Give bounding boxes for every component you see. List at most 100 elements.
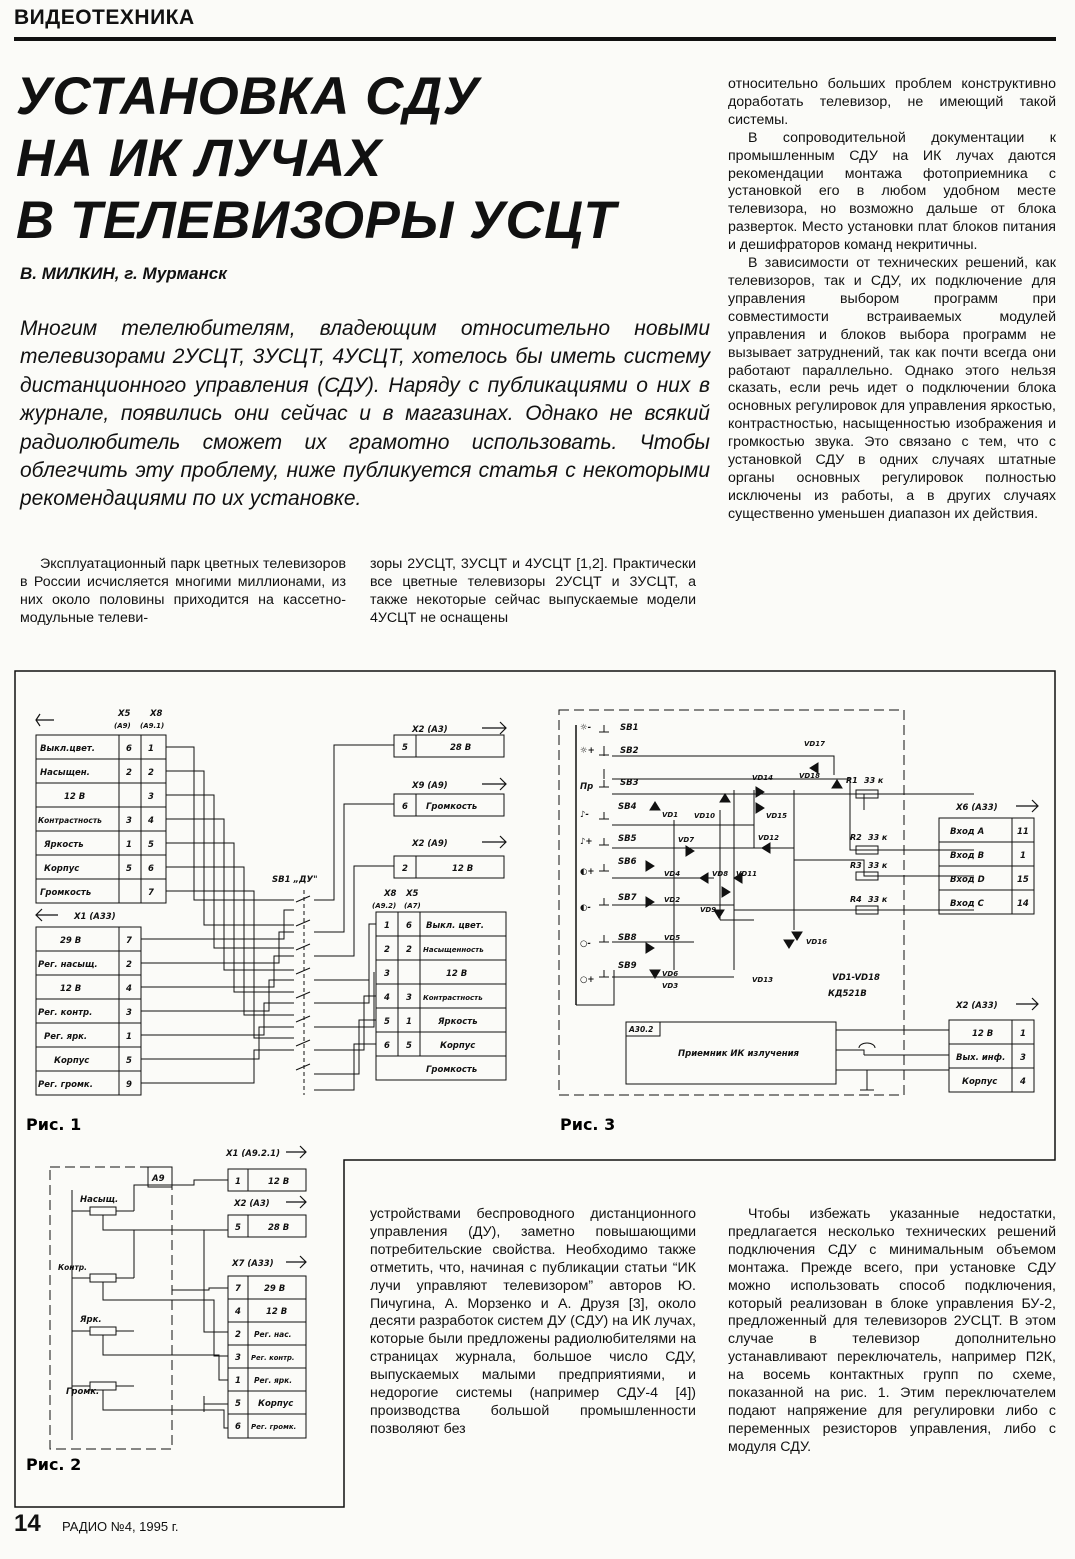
fig1-row-label: 12 В (64, 792, 85, 802)
fig3-diode: VD10 (694, 812, 715, 820)
fig3-x6-row: Вход С (950, 899, 985, 909)
fig1-row-label: Рег. контр. (38, 1008, 92, 1018)
fig3-diode: VD14 (752, 774, 773, 782)
fig3-diode: VD11 (736, 870, 757, 878)
fig2-pin: 4 (234, 1307, 241, 1317)
fig3-button-id: SB4 (618, 802, 637, 812)
fig3-diode: VD15 (766, 812, 787, 820)
figure-3: ☼- SB1 ☼+ SB2 Пр SB3 ♪- SB4 ♪+ SB5 ◐+ SB… (558, 709, 1039, 1096)
arrow-icon (286, 1195, 307, 1209)
fig1-row-label: 12 В (446, 969, 467, 979)
fig3-resistor-value: 33 к (868, 861, 888, 870)
fig3-button-id: SB2 (620, 746, 639, 756)
fig1-pin: 3 (126, 816, 132, 826)
fig1-row-label: Громкость (40, 888, 91, 898)
fig2-row-label: 29 В (264, 1284, 285, 1294)
fig1-pin: 6 (148, 864, 154, 874)
fig3-button-sym: ◐- (580, 903, 591, 913)
fig1-row-label: Контрастность (423, 994, 483, 1002)
fig2-pin: 2 (235, 1330, 241, 1340)
fig3-pin: 11 (1017, 827, 1029, 837)
body-column-5: Чтобы избежать указанные недостатки, пре… (728, 1206, 1056, 1457)
fig3-diode: VD7 (678, 836, 694, 844)
fig1-pin: 4 (125, 984, 132, 994)
fig1-row-label: 12 В (60, 984, 81, 994)
x2a3-label: X2 (A3) (411, 725, 448, 735)
fig1-row-label: 28 В (450, 743, 471, 753)
fig3-caption: Рис. 3 (560, 1115, 615, 1134)
fig1-row-label: Корпус (44, 864, 79, 874)
fig2-pin: 3 (235, 1353, 241, 1363)
fig1-pin: 3 (126, 1008, 132, 1018)
fig3-button-id: SB7 (618, 893, 637, 903)
right-bottom-table: 1 6 Выкл. цвет. 2 2 Насыщенность 3 12 В … (375, 911, 507, 1081)
page-number: 14 (14, 1510, 41, 1537)
switch-label: SB1 „ДУ" (272, 875, 318, 885)
fig2-row-label: Корпус (258, 1399, 293, 1409)
fig1-pin: 2 (406, 945, 412, 955)
x6-label: X6 (A33) (955, 803, 998, 813)
fig1-row-label: Контрастность (38, 816, 102, 825)
fig2-pin: 1 (235, 1376, 241, 1386)
fig3-x6-row: Вход D (950, 875, 985, 885)
author-byline: В. МИЛКИН, г. Мурманск (20, 264, 227, 283)
magazine-issue: РАДИО №4, 1995 г. (62, 1519, 179, 1534)
figure-2: A9 Насыщ. Контр. Ярк. Громк. X1 (49, 1145, 307, 1450)
body-column-3: относительно больших проблем конструктив… (728, 76, 1056, 524)
fig1-pin: 2 (148, 768, 154, 778)
body-paragraph: зоры 2УСЦТ, 3УСЦТ и 4УСЦТ [1,2]. Практич… (370, 556, 696, 626)
fig1-pin: 4 (147, 816, 154, 826)
fig3-button-id: SB5 (618, 834, 637, 844)
arrow-icon (482, 777, 507, 791)
fig1-row-label: 12 В (452, 864, 473, 874)
fig1-row-label: Выкл. цвет. (426, 921, 484, 931)
fig1-pin: 5 (148, 840, 154, 850)
fig3-resistor: R3 (850, 861, 862, 870)
fig3-diode-note: VD1-VD18 (832, 973, 880, 983)
fig1-row-label: Рег. громк. (38, 1080, 93, 1090)
fig1-pin: 1 (148, 744, 154, 754)
fig1-pin: 3 (384, 969, 390, 979)
body-paragraph: Эксплуатационный парк цветных телевизоро… (20, 556, 346, 626)
fig3-button-sym: ☼- (580, 723, 592, 733)
fig3-diode: VD16 (806, 938, 827, 946)
fig2-pots (71, 1190, 144, 1440)
title-line-2: НА ИК ЛУЧАХ (16, 129, 382, 188)
fig3-diode: VD8 (712, 870, 728, 878)
body-column-1: Эксплуатационный парк цветных телевизоро… (20, 556, 346, 628)
x5b-label: X5 (405, 889, 419, 899)
fig3-pin: 3 (1020, 1053, 1026, 1063)
fig3-button-sym: ☼+ (580, 746, 595, 756)
fig1-caption: Рис. 1 (26, 1115, 81, 1134)
fig1-pin: 2 (402, 864, 408, 874)
fig2-row-label: 12 В (268, 1177, 289, 1187)
fig2-pot-label: Насыщ. (80, 1195, 118, 1205)
fig1-row-label: Насыщенность (423, 946, 484, 954)
fig1-pin: 3 (406, 993, 412, 1003)
fig3-button-id: SB6 (618, 857, 637, 867)
fig3-resistors (855, 789, 879, 915)
fig3-buttons (599, 725, 609, 978)
fig2-x2-label: X2 (A3) (233, 1199, 270, 1209)
fig3-pin: 14 (1017, 899, 1029, 909)
arrow-icon (482, 721, 507, 735)
fig3-resistor: R2 (850, 833, 862, 842)
fig3-button-sym: ◐+ (580, 867, 595, 877)
fig1-row-label: Яркость (437, 1017, 478, 1027)
title-line-3: В ТЕЛЕВИЗОРЫ УСЦТ (16, 191, 617, 250)
fig1-switch-sb1 (295, 890, 311, 1095)
fig3-diode: VD13 (752, 976, 773, 984)
a7-label: (A7) (404, 902, 421, 910)
body-column-2: зоры 2УСЦТ, 3УСЦТ и 4УСЦТ [1,2]. Практич… (370, 556, 696, 628)
fig1-pin: 1 (126, 1032, 132, 1042)
fig3-pin: 4 (1019, 1077, 1026, 1087)
fig2-pin: 5 (235, 1399, 241, 1409)
fig1-pin: 6 (384, 1041, 390, 1051)
fig2-pin: 6 (235, 1422, 241, 1432)
figures-panel: X5 X8 (A9) (A9.1) Выкл.цвет. 6 1 Насыщен… (14, 670, 1056, 1508)
fig1-pin: 6 (406, 921, 412, 931)
arrow-icon (1016, 997, 1039, 1011)
title-line-1: УСТАНОВКА СДУ (16, 67, 480, 126)
fig1-row-label: Рег. ярк. (44, 1032, 87, 1042)
fig1-pin: 5 (406, 1041, 412, 1051)
